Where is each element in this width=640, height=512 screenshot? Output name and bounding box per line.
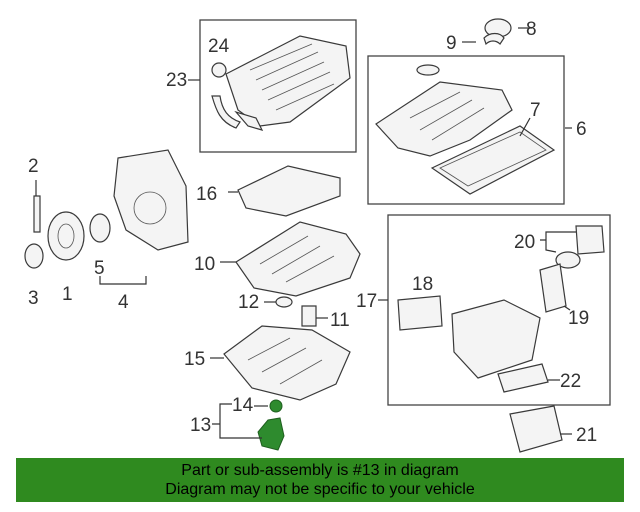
callout-18: 18 <box>412 274 433 295</box>
info-banner: Part or sub-assembly is #13 in diagram D… <box>16 458 624 502</box>
callout-11: 11 <box>330 310 350 331</box>
callout-16: 16 <box>196 184 217 205</box>
banner-line-1: Part or sub-assembly is #13 in diagram <box>181 462 459 479</box>
callout-21: 21 <box>576 425 597 446</box>
callout-12: 12 <box>238 292 259 313</box>
callout-6: 6 <box>576 119 587 140</box>
crank-pulley-1 <box>47 211 85 261</box>
timing-cover <box>113 149 189 251</box>
oil-filter-19 <box>539 263 567 313</box>
drain-plug-11 <box>301 305 317 327</box>
o-ring-24 <box>211 62 227 78</box>
callout-7: 7 <box>530 100 541 121</box>
callout-24: 24 <box>208 36 230 57</box>
intake-manifold <box>211 35 351 131</box>
callout-9: 9 <box>446 33 457 54</box>
cap-gasket <box>483 32 505 46</box>
callout-22: 22 <box>560 371 581 392</box>
washer-3 <box>24 243 44 269</box>
callout-20: 20 <box>514 232 535 253</box>
callout-1: 1 <box>62 284 73 305</box>
valve-cover-group-box <box>367 55 565 205</box>
valve-cover <box>375 64 513 157</box>
oil-pan-lower-15 <box>223 325 351 401</box>
banner-line-2: Diagram may not be specific to your vehi… <box>165 481 475 498</box>
oil-filter-housing <box>451 299 541 379</box>
callout-4: 4 <box>118 292 129 313</box>
oil-filter-cap-20 <box>555 225 605 269</box>
gasket-18 <box>397 295 443 331</box>
leader-lines <box>35 27 576 439</box>
callout-2: 2 <box>28 156 39 177</box>
intake-manifold-group-box <box>199 19 357 153</box>
front-seal-5 <box>89 213 111 243</box>
callout-23: 23 <box>166 70 187 91</box>
valve-cover-gasket <box>430 125 556 195</box>
callout-13: 13 <box>190 415 211 436</box>
gasket-22 <box>497 363 549 393</box>
callout-8: 8 <box>526 19 537 40</box>
highlighted-part-13 <box>257 399 285 451</box>
washer-12 <box>275 296 293 308</box>
callout-5: 5 <box>94 258 105 279</box>
callout-19: 19 <box>568 308 589 329</box>
callout-15: 15 <box>184 349 205 370</box>
baffle-16 <box>237 165 341 217</box>
bolt-2 <box>33 195 41 233</box>
oil-filter-housing-group-box <box>387 214 611 406</box>
heat-shield-21 <box>509 405 563 453</box>
callout-17: 17 <box>356 291 377 312</box>
callout-10: 10 <box>194 254 215 275</box>
callout-14: 14 <box>232 395 254 416</box>
callout-3: 3 <box>28 288 39 309</box>
